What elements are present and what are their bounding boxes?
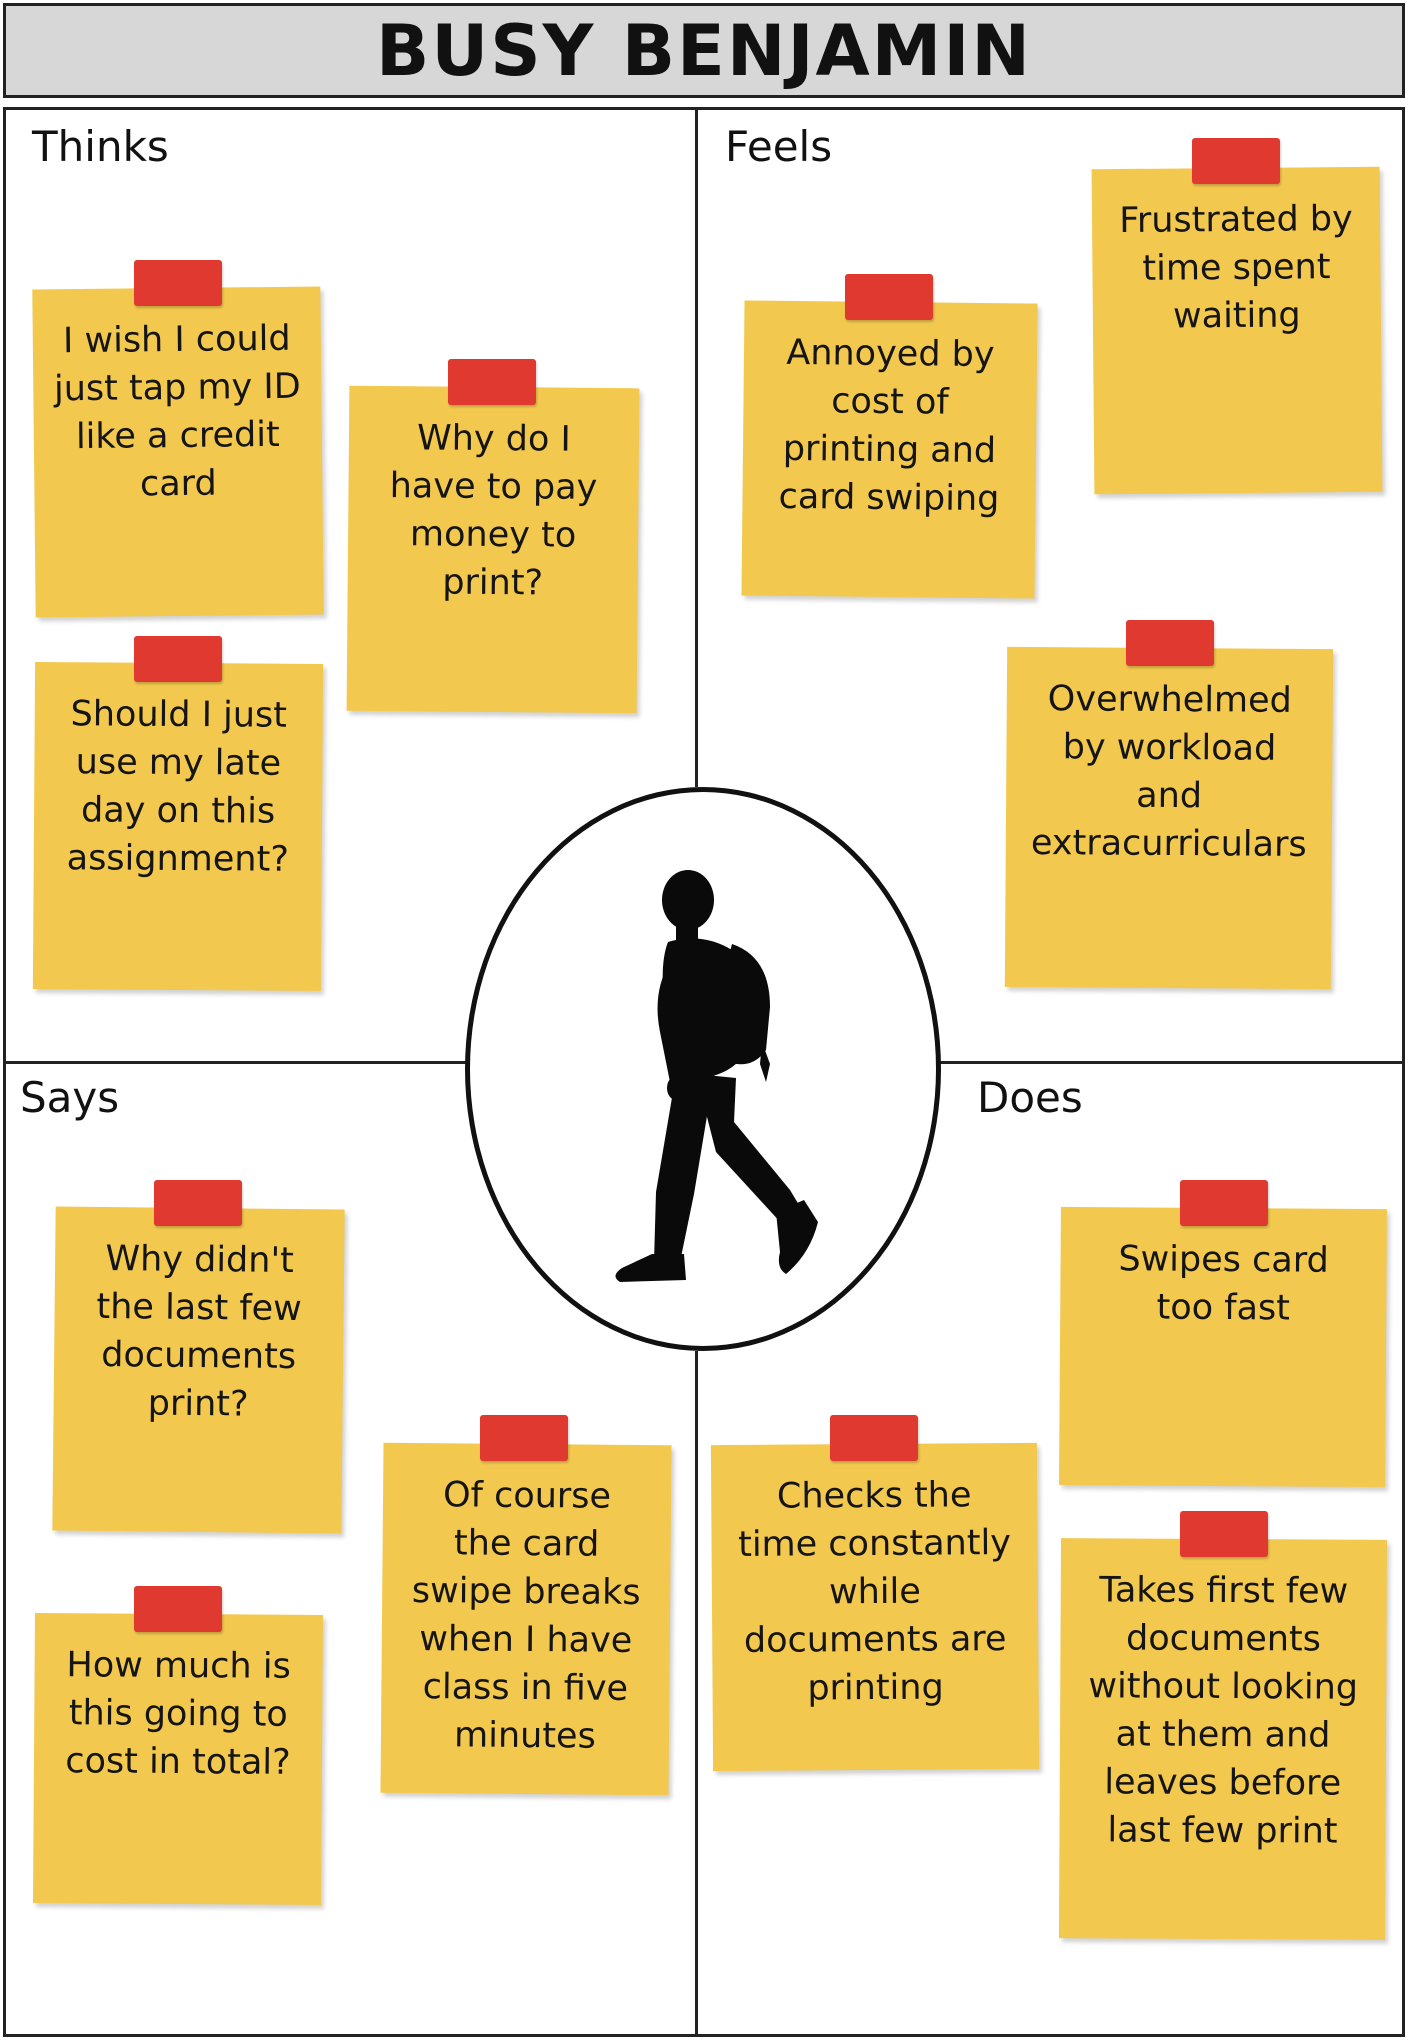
empathy-map-board xyxy=(3,107,1405,2037)
vertical-divider-bottom xyxy=(695,1351,698,2037)
sticky-note-does-3: Takes first few documents without lookin… xyxy=(1058,1538,1388,1940)
sticky-note-text: How much is this going to cost in total? xyxy=(65,1645,291,1783)
sticky-note-does-1: Swipes card too fast xyxy=(1059,1206,1387,1488)
sticky-note-text: Of course the card swipe breaks when I h… xyxy=(411,1475,641,1757)
sticky-note-text: Frustrated by time spent waiting xyxy=(1119,198,1353,337)
quadrant-label-says: Says xyxy=(20,1073,120,1122)
sticky-note-text: Takes first few documents without lookin… xyxy=(1088,1570,1359,1852)
tape-icon xyxy=(1180,1180,1268,1226)
horizontal-divider-right xyxy=(938,1061,1405,1064)
sticky-note-feels-1: Annoyed by cost of printing and card swi… xyxy=(741,300,1038,599)
horizontal-divider-left xyxy=(3,1061,468,1064)
sticky-note-thinks-2: Why do I have to pay money to print? xyxy=(346,385,640,714)
sticky-note-thinks-3: Should I just use my late day on this as… xyxy=(32,661,324,992)
quadrant-label-feels: Feels xyxy=(725,122,833,171)
sticky-note-feels-2: Frustrated by time spent waiting xyxy=(1091,166,1383,495)
tape-icon xyxy=(134,1586,222,1632)
sticky-note-says-1: Why didn't the last few documents print? xyxy=(52,1206,345,1534)
sticky-note-text: Should I just use my late day on this as… xyxy=(66,694,289,880)
vertical-divider-top xyxy=(695,107,698,787)
sticky-note-feels-3: Overwhelmed by workload and extracurricu… xyxy=(1004,646,1334,990)
sticky-note-text: Overwhelmed by workload and extracurricu… xyxy=(1030,679,1307,865)
tape-icon xyxy=(480,1415,568,1461)
sticky-note-text: Swipes card too fast xyxy=(1118,1239,1329,1329)
tape-icon xyxy=(134,636,222,682)
sticky-note-text: Annoyed by cost of printing and card swi… xyxy=(778,332,1000,520)
quadrant-label-thinks: Thinks xyxy=(32,122,169,171)
sticky-note-text: I wish I could just tap my ID like a cre… xyxy=(53,318,301,505)
tape-icon xyxy=(1192,138,1280,184)
quadrant-label-does: Does xyxy=(977,1073,1083,1122)
tape-icon xyxy=(448,359,536,405)
sticky-note-text: Why didn't the last few documents print? xyxy=(96,1239,303,1425)
tape-icon xyxy=(134,260,222,306)
sticky-note-text: Why do I have to pay money to print? xyxy=(389,418,598,604)
tape-icon xyxy=(830,1415,918,1461)
walking-person-silhouette-icon xyxy=(615,870,818,1282)
persona-oval xyxy=(465,787,941,1351)
sticky-note-text: Checks the time constantly while documen… xyxy=(738,1475,1012,1709)
title-bar: BUSY BENJAMIN xyxy=(3,3,1405,98)
page-title: BUSY BENJAMIN xyxy=(376,9,1032,92)
tape-icon xyxy=(1126,620,1214,666)
sticky-note-thinks-1: I wish I could just tap my ID like a cre… xyxy=(32,286,324,618)
tape-icon xyxy=(154,1180,242,1226)
sticky-note-does-2: Checks the time constantly while documen… xyxy=(710,1442,1040,1772)
tape-icon xyxy=(845,274,933,320)
sticky-note-says-3: How much is this going to cost in total? xyxy=(32,1612,324,1906)
sticky-note-says-2: Of course the card swipe breaks when I h… xyxy=(380,1442,672,1796)
tape-icon xyxy=(1180,1511,1268,1557)
